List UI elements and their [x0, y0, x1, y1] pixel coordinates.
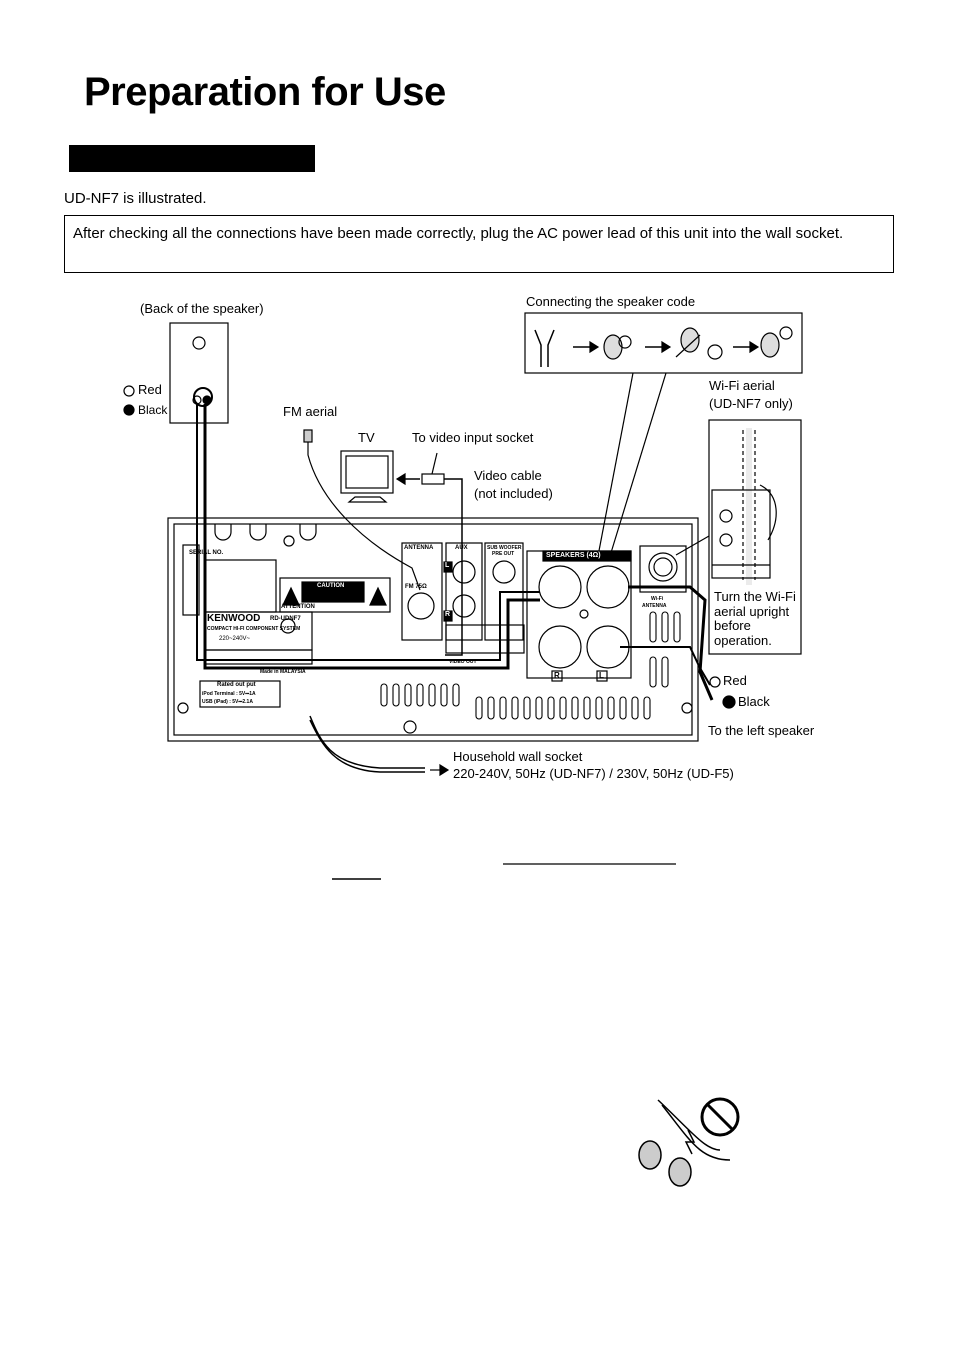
section-header-bar	[69, 145, 315, 172]
panel-spk-r: R	[554, 671, 560, 680]
panel-antenna: ANTENNA	[404, 545, 434, 551]
main-unit-outline	[167, 517, 699, 742]
panel-serial: SERIAL NO.	[189, 550, 224, 556]
speaker-code-box	[524, 312, 803, 374]
speaker-terminal-icon	[638, 1099, 731, 1187]
notice-text: After checking all the connections have …	[73, 225, 844, 242]
wifi-aerial-label: Wi-Fi aerial	[709, 378, 775, 393]
panel-system: COMPACT HI-FI COMPONENT SYSTEM	[207, 626, 301, 632]
panel-aux: AUX	[455, 545, 468, 551]
turn-wifi-line-1: Turn the Wi-Fi	[714, 589, 796, 604]
panel-speakers: SPEAKERS (4Ω)	[546, 552, 601, 559]
prohibited-icon	[700, 1097, 740, 1137]
page-title: Preparation for Use	[84, 70, 446, 114]
turn-wifi-line-2: aerial upright	[714, 604, 790, 619]
speaker-back-panel	[169, 322, 229, 424]
panel-video-out: VIDEO OUT	[449, 659, 477, 665]
panel-model: RD-UDNF7	[270, 616, 301, 622]
wifi-model-label: (UD-NF7 only)	[709, 396, 793, 411]
wall-socket-label: Household wall socket	[453, 749, 583, 764]
panel-caution: CAUTION	[317, 583, 345, 589]
intro-text: UD-NF7 is illustrated.	[64, 190, 207, 207]
panel-pre-out: PRE OUT	[492, 551, 515, 557]
panel-brand: KENWOOD	[207, 613, 261, 624]
panel-fm: FM 75Ω	[405, 584, 427, 590]
not-included-label: (not included)	[474, 486, 553, 501]
video-input-label: To video input socket	[412, 430, 534, 445]
panel-spk-l: L	[599, 671, 604, 680]
tv-label: TV	[358, 430, 375, 445]
red-label-right: Red	[723, 673, 747, 688]
panel-voltage: 220~240V~	[219, 636, 251, 642]
panel-aux-l: L	[445, 562, 450, 569]
panel-rated-output: Rated out put	[217, 682, 256, 688]
video-cable-label: Video cable	[474, 468, 542, 483]
panel-made-in: Made in MALAYSIA	[260, 669, 306, 675]
voltage-label: 220-240V, 50Hz (UD-NF7) / 230V, 50Hz (UD…	[453, 766, 734, 781]
panel-wifi-antenna: ANTENNA	[642, 603, 667, 609]
panel-wifi: Wi-Fi	[651, 596, 664, 602]
panel-subwoofer: SUB WOOFER	[487, 545, 522, 551]
panel-ipod: iPod Terminal : 5V⎓1A	[202, 691, 256, 697]
black-label-right: Black	[738, 694, 770, 709]
notice-box: After checking all the connections have …	[64, 215, 894, 273]
fm-aerial-label: FM aerial	[283, 404, 338, 419]
left-speaker-label: To the left speaker	[708, 723, 815, 738]
turn-wifi-line-4: operation.	[714, 633, 772, 648]
back-of-speaker-label: (Back of the speaker)	[140, 301, 264, 316]
black-label-left: Black	[138, 403, 168, 417]
turn-wifi-line-3: before	[714, 618, 751, 633]
wifi-detail-panel	[708, 419, 802, 655]
tv-outline	[340, 450, 394, 494]
panel-usb: USB (iPad) : 5V⎓2.1A	[202, 699, 253, 705]
connecting-code-label: Connecting the speaker code	[526, 294, 696, 309]
panel-attention: ATTENTION	[281, 604, 315, 610]
red-label-left: Red	[138, 382, 162, 397]
panel-aux-r: R	[445, 611, 451, 618]
